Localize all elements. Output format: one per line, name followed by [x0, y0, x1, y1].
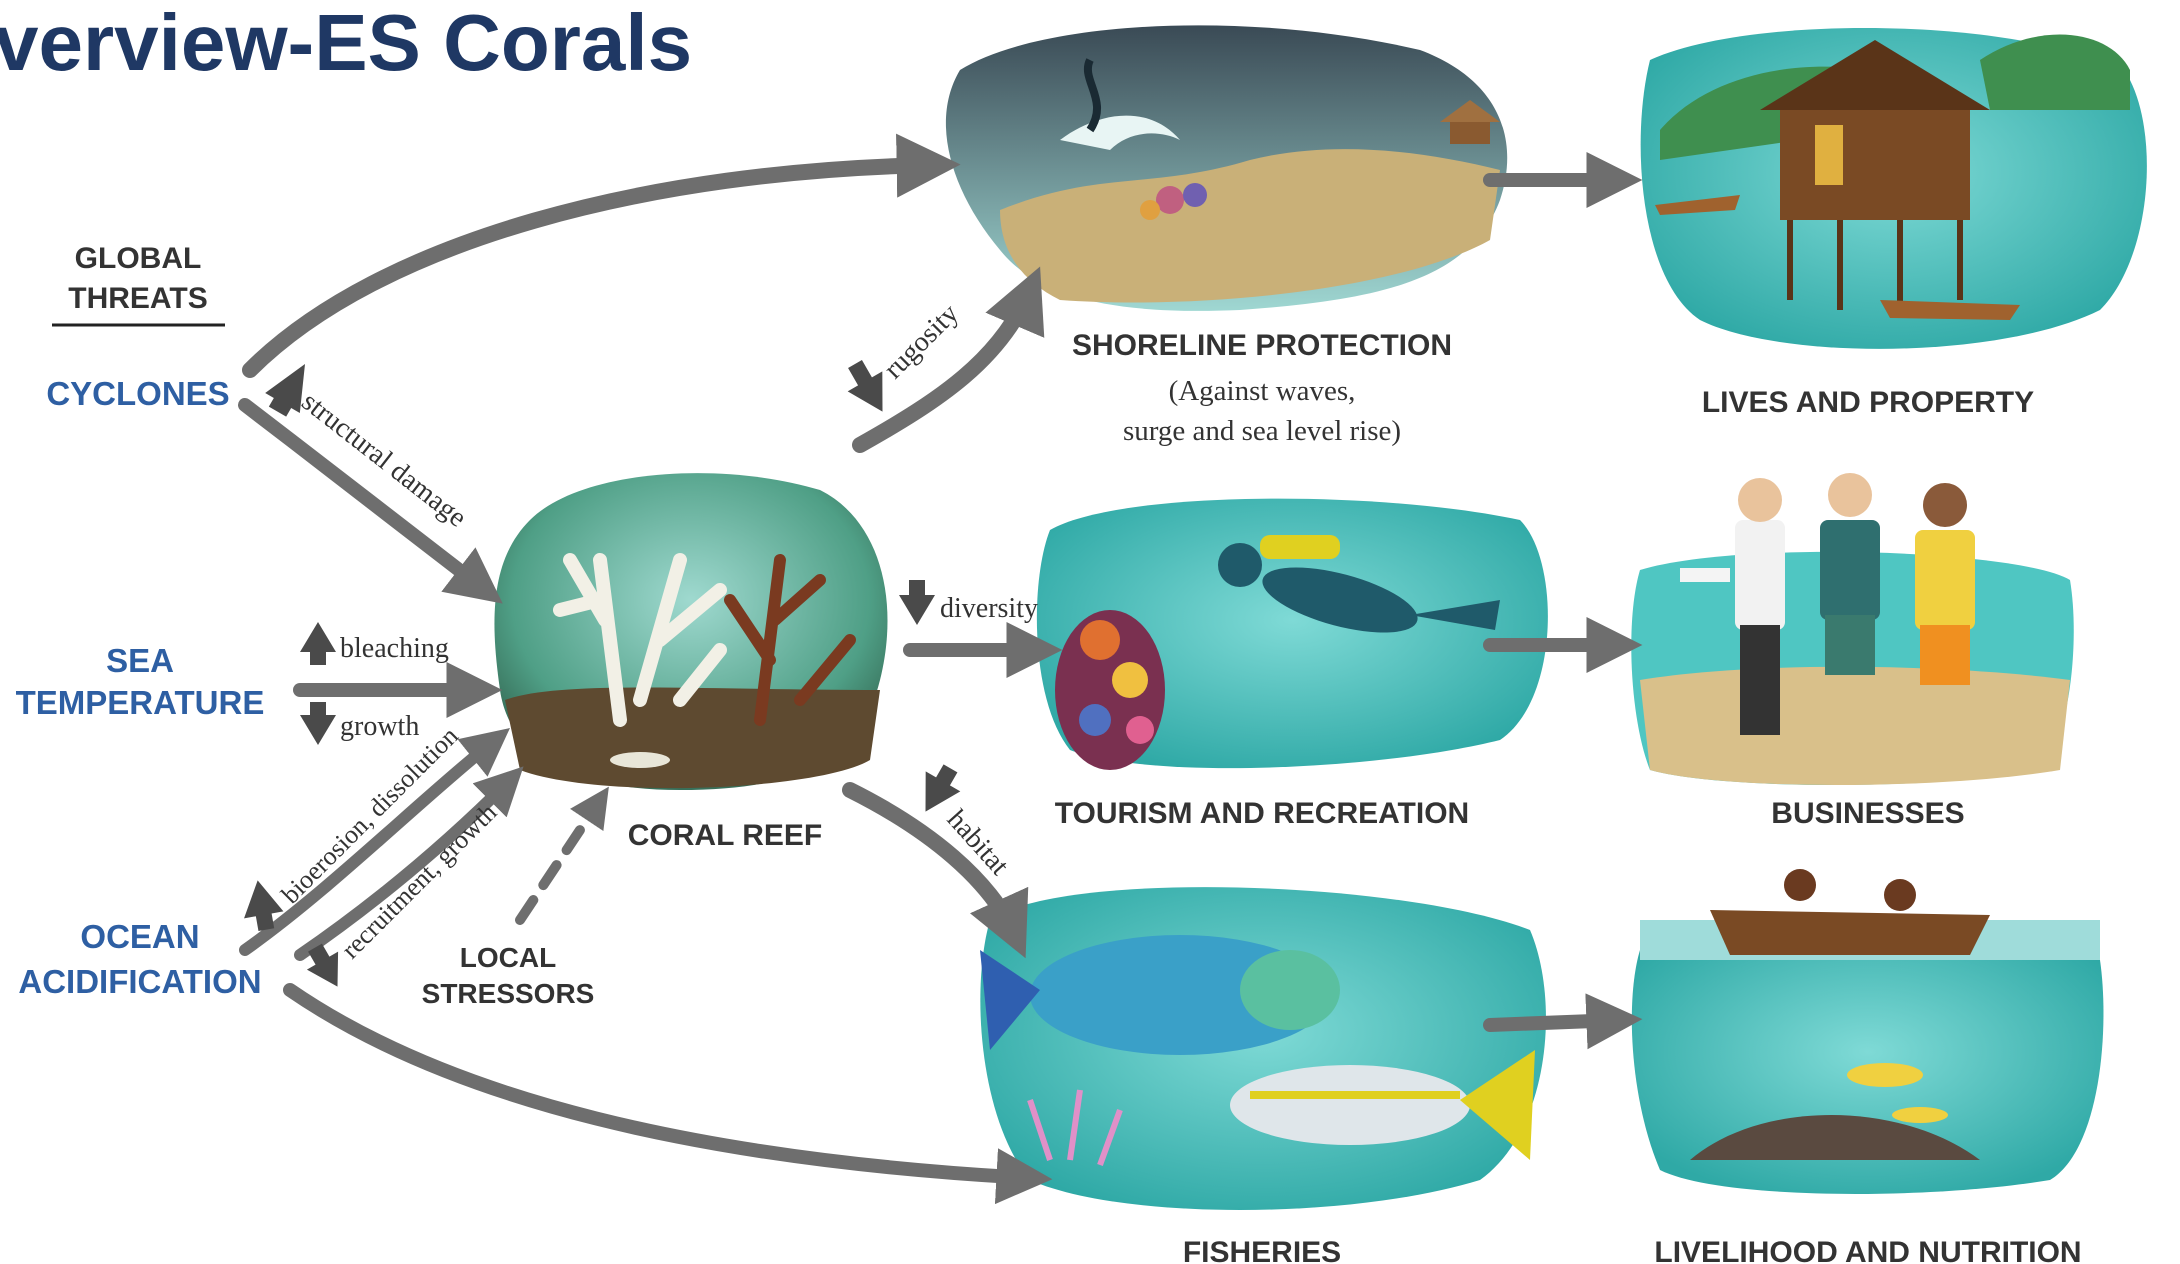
impact-diversity: diversity	[940, 593, 1038, 624]
threats-header-line1: GLOBAL	[75, 242, 202, 275]
coral-reef-illustration	[494, 473, 887, 790]
threat-ocean-acidification-line2: ACIDIFICATION	[18, 963, 261, 1000]
livelihood-illustration	[1632, 869, 2104, 1194]
arrow-cyclones-to-shoreline	[250, 165, 935, 370]
service-tourism: TOURISM AND RECREATION	[1055, 797, 1469, 830]
arrow-acid-to-fisheries	[290, 990, 1030, 1178]
local-stressors-line1: LOCAL	[460, 942, 556, 973]
tourism-illustration	[1037, 499, 1548, 770]
arrow-fisheries-to-livelihood	[1490, 1020, 1620, 1025]
lives-property-illustration	[1641, 28, 2147, 349]
impact-growth: growth	[340, 711, 419, 742]
businesses-illustration	[1631, 473, 2073, 785]
service-shoreline-sub2: surge and sea level rise)	[1123, 415, 1401, 447]
shoreline-illustration	[946, 25, 1507, 311]
benefit-lives: LIVES AND PROPERTY	[1702, 386, 2034, 419]
arrow-local-stressors	[520, 800, 600, 920]
benefit-businesses: BUSINESSES	[1771, 797, 1964, 830]
threat-ocean-acidification-line1: OCEAN	[80, 918, 199, 955]
service-fisheries: FISHERIES	[1183, 1236, 1341, 1264]
threats-header-line2: THREATS	[68, 282, 207, 315]
impact-rugosity: rugosity	[878, 298, 965, 385]
down-arrow-icon	[300, 702, 336, 745]
threat-sea-temperature-line2: TEMPERATURE	[16, 684, 265, 721]
down-arrow-icon	[899, 580, 935, 625]
up-arrow-icon	[300, 622, 336, 665]
impact-bleaching: bleaching	[340, 633, 449, 664]
threat-sea-temperature-line1: SEA	[106, 642, 174, 679]
service-shoreline-sub1: (Against waves,	[1169, 375, 1356, 407]
service-shoreline: SHORELINE PROTECTION	[1072, 329, 1452, 362]
page-title: verview-ES Corals	[0, 0, 692, 87]
fisheries-illustration	[980, 887, 1546, 1210]
local-stressors-line2: STRESSORS	[422, 978, 595, 1009]
coral-reef-label: CORAL REEF	[628, 819, 822, 852]
threat-cyclones: CYCLONES	[46, 375, 229, 412]
reef-coral-icon	[1055, 610, 1165, 770]
benefit-livelihood: LIVELIHOOD AND NUTRITION	[1654, 1236, 2081, 1264]
